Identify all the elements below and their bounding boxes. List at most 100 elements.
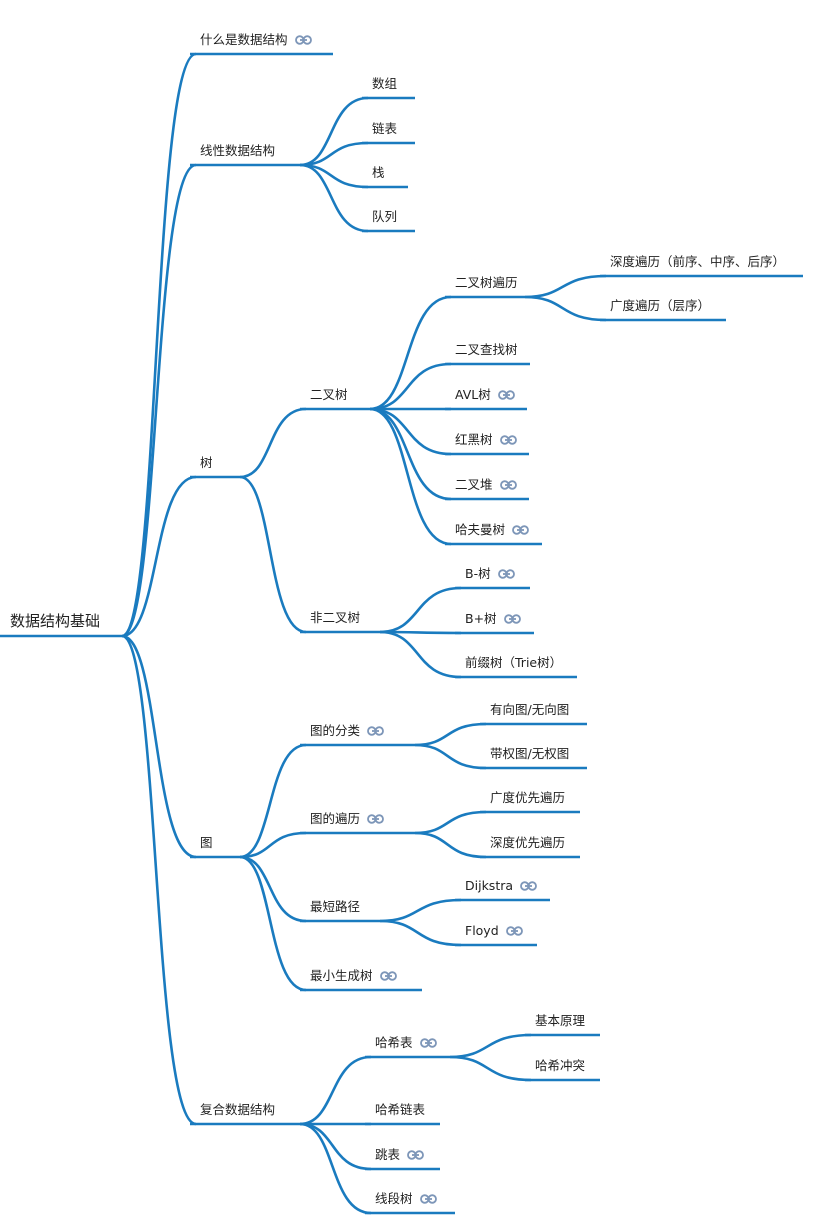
topic-label: 线性数据结构 — [200, 143, 276, 158]
topic-label: 哈希表 — [375, 1035, 413, 1050]
link-icon[interactable] — [379, 971, 397, 981]
topic-node[interactable]: 哈希链表 — [375, 1102, 425, 1118]
topic-label: 队列 — [372, 209, 398, 224]
topic-node[interactable]: 哈希冲突 — [535, 1058, 585, 1074]
topic-label: 深度优先遍历 — [490, 835, 566, 850]
topic-node[interactable]: Dijkstra — [465, 878, 537, 894]
topic-node[interactable]: 二叉查找树 — [455, 342, 518, 358]
link-icon[interactable] — [419, 1038, 437, 1048]
topic-label: Dijkstra — [465, 878, 514, 893]
branch-connector — [369, 407, 452, 546]
branch-connector — [449, 1055, 532, 1082]
topic-node[interactable]: 广度遍历（层序） — [610, 298, 710, 314]
topic-node[interactable]: 二叉树 — [310, 387, 348, 403]
link-icon[interactable] — [419, 1194, 437, 1204]
topic-node[interactable]: 哈夫曼树 — [455, 522, 529, 538]
branch-connector — [369, 362, 452, 411]
topic-node[interactable]: 二叉堆 — [455, 477, 517, 493]
topic-node[interactable]: 有向图/无向图 — [490, 702, 569, 718]
topic-node[interactable]: 复合数据结构 — [200, 1102, 275, 1118]
branch-connector — [299, 96, 369, 167]
branch-connector — [239, 743, 307, 859]
topic-node[interactable]: 数组 — [372, 76, 397, 92]
topic-node[interactable]: B-树 — [465, 566, 515, 582]
topic-node[interactable]: B+树 — [465, 611, 521, 627]
topic-node[interactable]: 图 — [200, 835, 213, 851]
branch-connector — [414, 743, 487, 770]
branch-connector — [239, 475, 307, 634]
topic-label: 链表 — [372, 121, 398, 136]
branch-connector — [524, 295, 607, 322]
topic-node[interactable]: 树 — [200, 455, 213, 471]
topic-label: AVL树 — [455, 387, 491, 402]
link-icon[interactable] — [294, 35, 312, 45]
branch-connector — [121, 52, 197, 638]
topic-node[interactable]: 图的分类 — [310, 723, 384, 739]
root-topic[interactable]: 数据结构基础 — [10, 612, 100, 630]
topic-node[interactable]: 栈 — [372, 165, 385, 181]
topic-label: 哈希链表 — [375, 1102, 426, 1117]
topic-node[interactable]: 红黑树 — [455, 432, 517, 448]
link-icon[interactable] — [367, 814, 384, 824]
topic-node[interactable]: 图的遍历 — [310, 811, 384, 827]
topic-node[interactable]: 队列 — [372, 209, 397, 225]
topic-node[interactable]: 二叉树遍历 — [455, 275, 518, 291]
branch-connector — [379, 898, 462, 923]
topic-node[interactable]: 链表 — [372, 121, 397, 137]
topic-label: B-树 — [465, 566, 491, 581]
topic-node[interactable]: 广度优先遍历 — [490, 790, 565, 806]
link-icon[interactable] — [503, 614, 521, 624]
link-icon[interactable] — [512, 525, 529, 535]
link-icon[interactable] — [407, 1150, 424, 1160]
topic-node[interactable]: 线性数据结构 — [200, 143, 275, 159]
link-icon[interactable] — [505, 926, 523, 936]
topic-label: 图的分类 — [310, 723, 361, 738]
topic-label: 非二叉树 — [310, 610, 361, 625]
branch-connector — [121, 634, 197, 1126]
branch-connector — [379, 586, 462, 634]
topic-node[interactable]: 深度优先遍历 — [490, 835, 565, 851]
topic-node[interactable]: 前缀树（Trie树） — [465, 655, 562, 671]
topic-node[interactable]: AVL树 — [455, 387, 515, 403]
topic-label: 二叉树遍历 — [455, 275, 518, 290]
topic-node[interactable]: 跳表 — [375, 1147, 424, 1163]
topic-node[interactable]: 什么是数据结构 — [200, 32, 312, 48]
branch-connector — [369, 295, 452, 411]
topic-node[interactable]: 基本原理 — [535, 1013, 585, 1029]
topic-node[interactable]: 非二叉树 — [310, 610, 360, 626]
branch-connector — [121, 634, 197, 859]
topic-label: 哈夫曼树 — [455, 522, 506, 537]
link-icon[interactable] — [497, 569, 515, 579]
branch-connector — [299, 1055, 372, 1126]
branch-connector — [239, 855, 307, 992]
topic-label: 基本原理 — [535, 1013, 586, 1028]
link-icon[interactable] — [520, 881, 537, 891]
topic-node[interactable]: 线段树 — [375, 1191, 437, 1207]
topic-node[interactable]: 最小生成树 — [310, 968, 397, 984]
branch-connector — [414, 810, 487, 835]
branch-connector — [239, 407, 307, 479]
topic-label: 二叉查找树 — [455, 342, 518, 357]
topic-node[interactable]: 深度遍历（前序、中序、后序） — [610, 254, 785, 270]
topic-node[interactable]: Floyd — [465, 923, 523, 939]
link-icon[interactable] — [499, 480, 517, 490]
branch-connector — [379, 919, 462, 947]
link-icon[interactable] — [497, 390, 515, 400]
topic-label: 最小生成树 — [310, 968, 373, 983]
topic-node[interactable]: 最短路径 — [310, 899, 360, 915]
topic-label: 复合数据结构 — [200, 1102, 276, 1117]
branch-connector — [369, 407, 452, 456]
topic-label: 线段树 — [375, 1191, 413, 1206]
topic-node[interactable]: 带权图/无权图 — [490, 746, 569, 762]
topic-label: 什么是数据结构 — [200, 32, 288, 47]
link-icon[interactable] — [499, 435, 517, 445]
topic-node[interactable]: 哈希表 — [375, 1035, 437, 1051]
branch-connector — [239, 855, 307, 923]
link-icon[interactable] — [367, 726, 384, 736]
topic-label: 红黑树 — [455, 432, 493, 447]
branch-connector — [121, 475, 197, 638]
topic-label: 广度优先遍历 — [490, 790, 566, 805]
branch-connector — [239, 831, 307, 859]
topic-label: 哈希冲突 — [535, 1058, 586, 1073]
